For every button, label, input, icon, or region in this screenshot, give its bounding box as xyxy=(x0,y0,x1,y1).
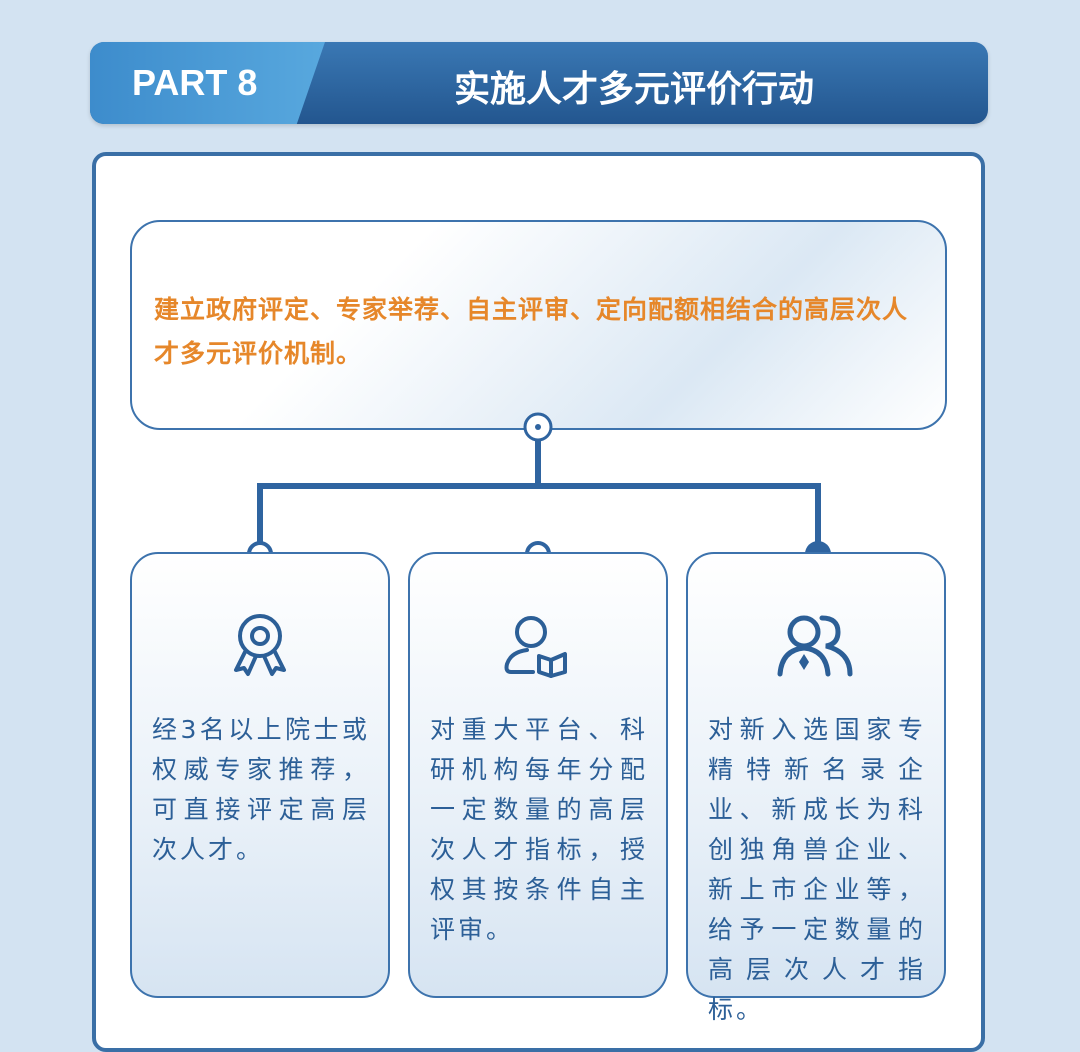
card-expert-recommendation: 经3名以上院士或权威专家推荐，可直接评定高层次人才。 xyxy=(130,552,390,998)
card-platform-quota: 对重大平台、科研机构每年分配一定数量的高层次人才指标，授权其按条件自主评审。 xyxy=(408,552,668,998)
card-enterprise-quota: 对新入选国家专精特新名录企业、新成长为科创独角兽企业、新上市企业等，给予一定数量… xyxy=(686,552,946,1024)
summary-text: 建立政府评定、专家举荐、自主评审、定向配额相结合的高层次人才多元评价机制。 xyxy=(154,295,909,368)
card-text: 对新入选国家专精特新名录企业、新成长为科创独角兽企业、新上市企业等，给予一定数量… xyxy=(708,715,926,1024)
user-book-icon xyxy=(504,616,567,678)
section-title: 实施人才多元评价行动 xyxy=(453,69,814,110)
award-ribbon-icon xyxy=(234,614,286,676)
summary-box: 建立政府评定、专家举荐、自主评审、定向配额相结合的高层次人才多元评价机制。 xyxy=(130,220,947,430)
section-header: PART 8 实施人才多元评价行动 xyxy=(90,42,988,124)
users-group-icon xyxy=(777,615,853,677)
part-badge: PART 8 xyxy=(90,42,325,124)
card-text: 经3名以上院士或权威专家推荐，可直接评定高层次人才。 xyxy=(152,715,370,864)
part-label: PART 8 xyxy=(132,62,258,103)
card-text: 对重大平台、科研机构每年分配一定数量的高层次人才指标，授权其按条件自主评审。 xyxy=(430,715,648,944)
